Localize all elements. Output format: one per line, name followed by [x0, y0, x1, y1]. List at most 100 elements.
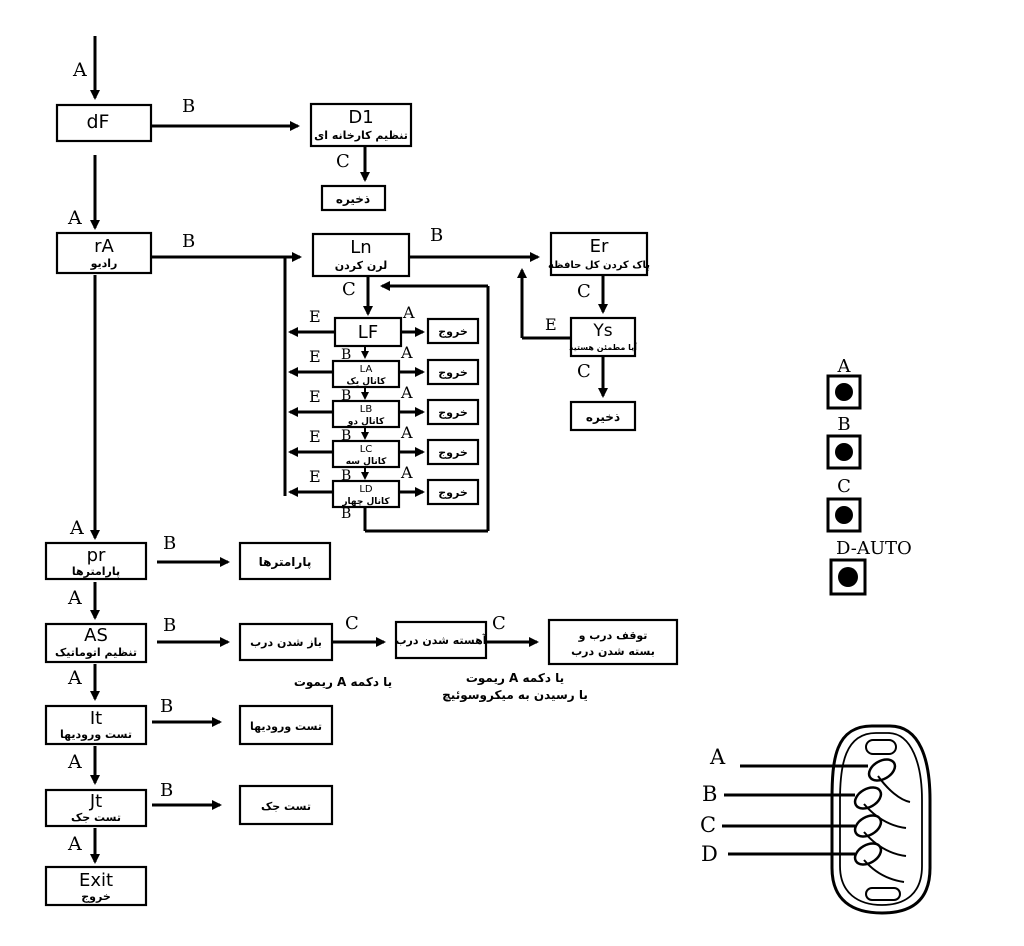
factory-save-label: ذخیره	[336, 192, 370, 206]
channel-box	[331, 479, 401, 509]
key-label-a: A	[67, 207, 82, 229]
channel-box	[331, 359, 401, 389]
channel-row-ld: LD کانال چهار E A خروج B	[288, 463, 480, 522]
d1-label: D1	[348, 107, 373, 128]
legend-key-b-label: B	[837, 414, 850, 435]
key-label-b: B	[163, 533, 176, 554]
erase-memory-branch: B Er پاک کردن کل حافظه C Ys آیا مطمئن هس…	[409, 225, 650, 432]
remote-label-c: C	[700, 813, 716, 837]
stop-label-1: توقف درب و	[578, 629, 648, 642]
test-branches: B تست ورودیها B تست جک	[152, 696, 334, 826]
key-label-e: E	[545, 315, 557, 334]
slow-label: آهسته شدن درب	[395, 633, 486, 647]
remote-label-b: B	[702, 782, 717, 806]
controller-key-legend: A B C D-AUTO	[826, 356, 912, 596]
key-label-c: C	[577, 361, 591, 382]
channel-code: LC	[360, 444, 373, 455]
params-box	[238, 541, 332, 581]
menu-exit-subtitle: خروج	[81, 890, 111, 904]
key-label-a: A	[400, 463, 413, 482]
ln-box	[311, 232, 411, 278]
open-note: یا دکمه A ریموت	[294, 675, 392, 690]
menu-it-box	[44, 704, 148, 746]
key-label-c: C	[345, 613, 359, 634]
ln-label: Ln	[350, 237, 371, 258]
lf-box	[333, 316, 403, 348]
exit-label: خروج	[438, 446, 468, 460]
d1-box	[309, 102, 413, 148]
open-label: باز شدن درب	[250, 636, 322, 649]
key-label-a: A	[400, 423, 413, 442]
ln-subtitle: لرن کردن	[335, 259, 387, 272]
remote-top-slot	[865, 739, 897, 755]
channel-row-la: LA کانال یک E A خروج B	[288, 343, 480, 404]
key-label-e: E	[309, 307, 321, 326]
key-label-b: B	[163, 615, 176, 636]
erase-save-label: ذخیره	[586, 410, 620, 424]
factory-save-box	[320, 184, 387, 212]
factory-reset-branch: B D1 تنظیم کارخانه ای C ذخیره	[151, 96, 413, 212]
key-label-b: B	[182, 96, 195, 117]
legend-key-c-label: C	[837, 476, 851, 497]
menu-as-subtitle: تنظیم اتوماتیک	[55, 646, 137, 659]
key-label-e: E	[309, 387, 321, 406]
params-label: پارامترها	[259, 555, 312, 569]
key-label-e: E	[309, 347, 321, 366]
key-label-c: C	[336, 151, 350, 172]
slow-note-1: یا دکمه A ریموت	[466, 671, 564, 686]
key-label-b: B	[182, 231, 195, 252]
exit-box	[426, 398, 480, 426]
key-label-b: B	[341, 347, 351, 363]
menu-exit-box	[44, 865, 148, 907]
remote-button-shadow	[863, 803, 907, 829]
menu-it-subtitle: تست ورودیها	[60, 728, 132, 741]
channel-code: LA	[360, 364, 373, 375]
key-label-b: B	[341, 388, 351, 404]
main-menu: A dF A rA رادیو A pr پارامترها A AS تنظی…	[44, 36, 153, 907]
key-label-a: A	[72, 59, 87, 81]
auto-setup-branch: B باز شدن درب C آهسته شدن درب C توقف درب…	[157, 613, 679, 703]
menu-df-label: dF	[87, 111, 110, 133]
key-label-c: C	[577, 281, 591, 302]
legend-key-a-button	[826, 374, 862, 410]
menu-exit-label: Exit	[79, 870, 113, 891]
menu-jt-box	[44, 788, 148, 828]
exit-label: خروج	[438, 486, 468, 500]
menu-ra-box	[55, 231, 153, 275]
channel-code: LD	[359, 484, 373, 495]
menu-pr-subtitle: پارامترها	[72, 565, 120, 578]
remote-button-a-icon	[867, 758, 897, 782]
key-label-e: E	[309, 427, 321, 446]
key-label-a: A	[69, 517, 84, 539]
ys-label: Ys	[592, 321, 612, 341]
menu-as-label: AS	[84, 625, 108, 646]
key-label-a: A	[67, 751, 82, 773]
button-dot-icon	[835, 443, 853, 461]
key-label-e: E	[309, 467, 321, 486]
er-label: Er	[590, 236, 609, 257]
input-test-box	[238, 704, 334, 746]
legend-key-d-label: D-AUTO	[836, 538, 912, 559]
remote-label-a: A	[709, 745, 726, 769]
exit-label: خروج	[438, 406, 468, 420]
slow-box	[394, 620, 488, 660]
menu-pr-box	[44, 541, 148, 581]
menu-df-box	[55, 103, 153, 143]
menu-ra-subtitle: رادیو	[90, 257, 118, 270]
menu-jt-label: Jt	[89, 791, 102, 812]
channel-name: کانال یک	[347, 377, 387, 387]
ys-subtitle: آیا مطمئن هستید	[569, 342, 637, 352]
key-label-b: B	[341, 506, 351, 522]
slow-note-2: یا رسیدن به میکروسوئیچ	[442, 688, 588, 703]
stop-label-2: بسته شدن درب	[571, 645, 655, 658]
jack-test-label: تست جک	[261, 800, 311, 813]
er-subtitle: پاک کردن کل حافظه	[548, 260, 650, 271]
key-label-c: C	[342, 279, 356, 300]
key-label-a: A	[400, 343, 413, 362]
key-label-a: A	[67, 587, 82, 609]
menu-as-box	[44, 622, 148, 664]
jack-test-box	[238, 784, 334, 826]
d1-subtitle: تنظیم کارخانه ای	[314, 129, 408, 142]
remote-label-d: D	[701, 842, 718, 866]
